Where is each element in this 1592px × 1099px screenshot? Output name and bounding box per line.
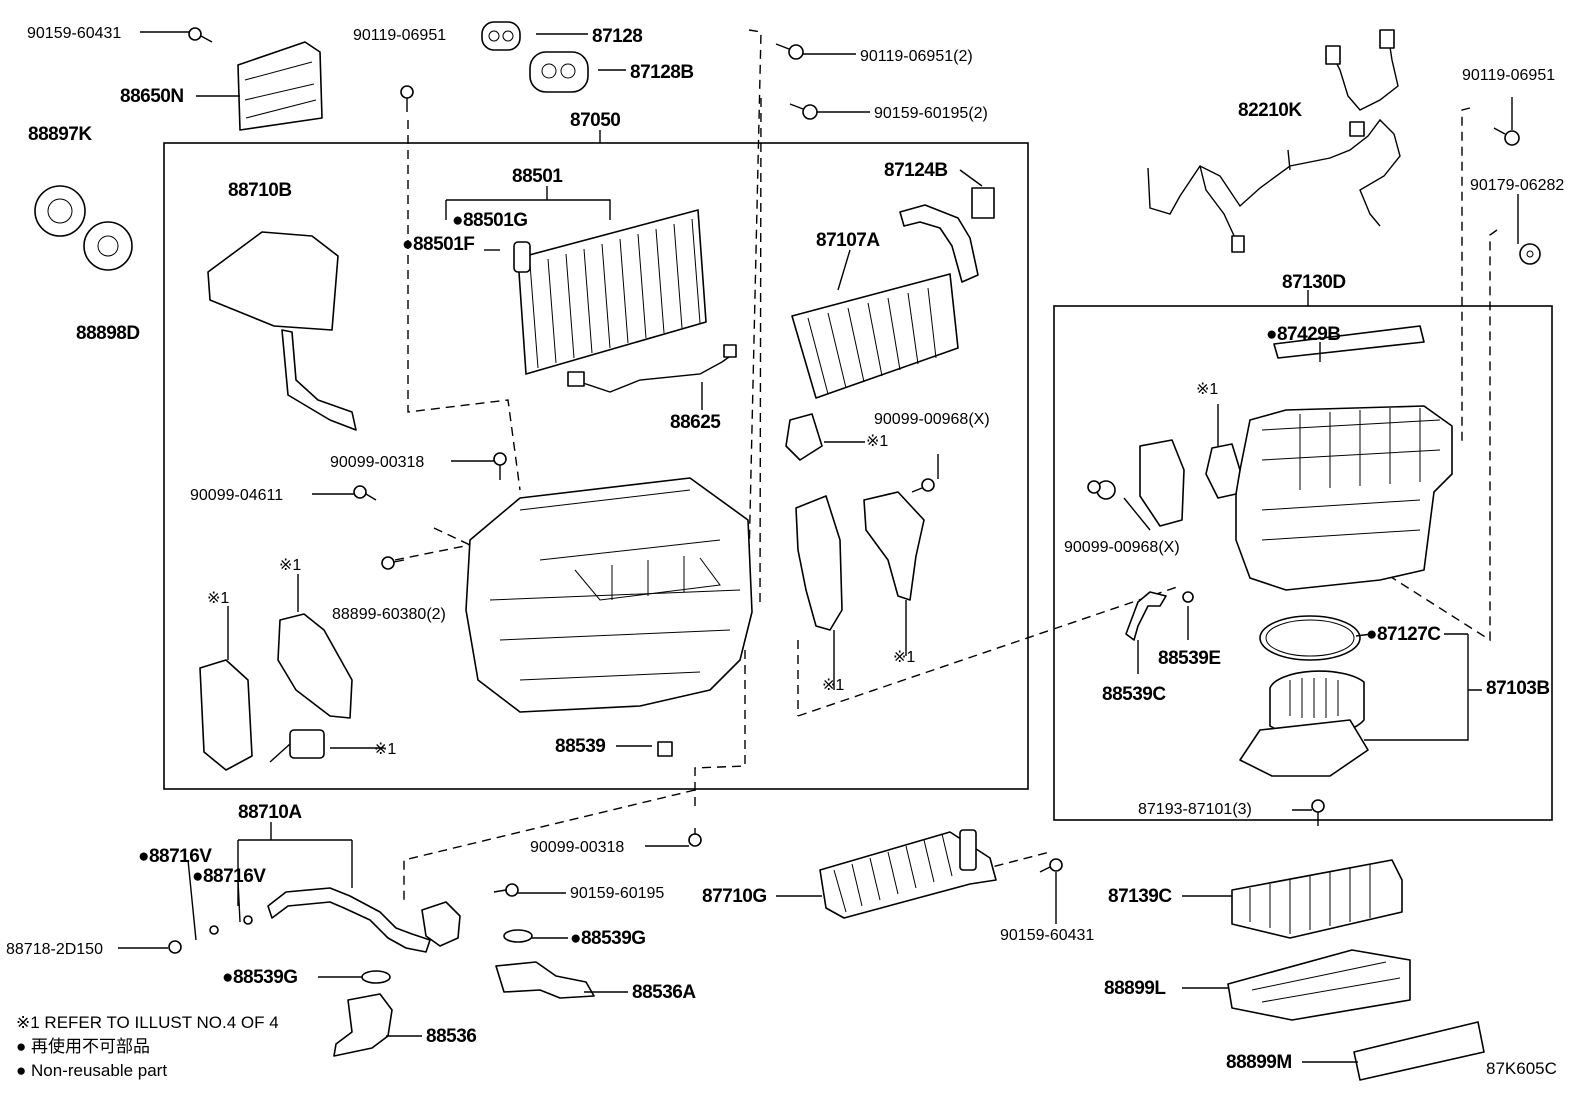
label-90099-00968-X-b: 90099-00968(X) (1064, 539, 1180, 556)
label-88899L: 88899L (1104, 978, 1166, 999)
note-nonreusable-en: ● Non-reusable part (16, 1061, 167, 1080)
label-90159-60195: 90159-60195 (570, 885, 664, 902)
part-servo-group-left-shapes (199, 613, 353, 771)
part-87710G-filter-cover-shape (819, 829, 997, 919)
ref-mark-6: ※1 (893, 649, 915, 666)
part-88625-wire-sensor-shape (567, 344, 737, 393)
assembly-dashed-lines (394, 29, 1498, 905)
label-88501: 88501 (512, 166, 563, 187)
part-87128-grommet-shape (481, 21, 521, 51)
ref-mark-5: ※1 (822, 677, 844, 694)
diagram-code: 87K605C (1486, 1059, 1557, 1078)
label-88710A: 88710A (238, 802, 302, 823)
label-87128: 87128 (592, 26, 642, 47)
group-box-87130D (1053, 305, 1553, 821)
label-87124B: 87124B (884, 160, 948, 181)
label-90159-60431: 90159-60431 (27, 25, 121, 42)
label-87050: 87050 (570, 110, 620, 131)
part-88536A-bracket-shape (495, 929, 595, 999)
part-88897K-seal-shape (34, 185, 86, 237)
note-nonreusable-jp: ● 再使用不可部品 (16, 1036, 150, 1056)
part-main-heater-unit-shape (465, 477, 753, 713)
ref-mark-7: ※1 (1196, 381, 1218, 398)
part-88710A-duct-hose-shape (168, 887, 461, 954)
label-88539C: 88539C (1102, 684, 1166, 705)
label-87130D: 87130D (1282, 272, 1346, 293)
label-88501G: ●88501G (452, 210, 528, 231)
group-box-87050 (163, 142, 1029, 790)
part-88710B-duct-shape (207, 231, 357, 431)
label-90099-04611: 90099-04611 (190, 487, 283, 504)
label-88716V-b: ●88716V (192, 866, 266, 887)
label-90159-60195-2: 90159-60195(2) (874, 105, 988, 122)
label-87193-87101-3: 87193-87101(3) (1138, 801, 1252, 818)
part-88898D-seal-shape (83, 221, 133, 271)
label-90119-06951-b: 90119-06951 (1462, 67, 1555, 84)
part-servo-group-right-shapes (785, 413, 925, 631)
label-88718-2D150: 88718-2D150 (6, 941, 103, 958)
label-88899-60380-2: 88899-60380(2) (332, 606, 446, 623)
part-88536-bracket-shape (333, 970, 393, 1057)
part-labels: 90159-60431 88650N 88897K 88898D 90119-0… (6, 25, 1564, 1073)
legend-notes: ※1 REFER TO ILLUST NO.4 OF 4 ● 再使用不可部品 ●… (16, 1013, 279, 1080)
leader-lines (118, 31, 1519, 1063)
part-blower-motor-bracket-shapes (1096, 439, 1241, 527)
note-refer-illustration: ※1 REFER TO ILLUST NO.4 OF 4 (16, 1013, 279, 1032)
label-88897K: 88897K (28, 124, 92, 145)
label-88650N: 88650N (120, 86, 184, 107)
label-90099-00318-b: 90099-00318 (530, 839, 624, 856)
label-90119-06951: 90119-06951 (353, 27, 446, 44)
label-88539G-a: ●88539G (570, 928, 646, 949)
part-88650N-bracket-shape (237, 41, 323, 131)
label-87128B: 87128B (630, 62, 694, 83)
label-87710G: 87710G (702, 886, 767, 907)
label-90179-06282: 90179-06282 (1470, 177, 1564, 194)
label-88539: 88539 (555, 736, 605, 757)
part-87139C-filter-shape (1231, 859, 1403, 939)
label-88716V-a: ●88716V (138, 846, 212, 867)
label-88539E: 88539E (1158, 648, 1221, 669)
part-87128B-grommet-shape (529, 51, 589, 93)
part-88899L-tray-shape (1227, 949, 1411, 1021)
label-88899M: 88899M (1226, 1052, 1292, 1073)
label-88625: 88625 (670, 412, 721, 433)
label-88710B: 88710B (228, 180, 292, 201)
label-88536A: 88536A (632, 982, 696, 1003)
label-88898D: 88898D (76, 323, 140, 344)
part-87103B-blower-motor-shape (1239, 615, 1369, 777)
part-87124B-pipe-shape (899, 187, 995, 283)
label-87103B: 87103B (1486, 678, 1550, 699)
label-87139C: 87139C (1108, 886, 1172, 907)
part-82210K-harness-shape (1147, 29, 1401, 253)
label-90099-00968-X: 90099-00968(X) (874, 411, 990, 428)
label-88501F: ●88501F (402, 234, 474, 255)
ref-mark-4: ※1 (866, 433, 888, 450)
ref-mark-1: ※1 (207, 590, 229, 607)
ref-mark-2: ※1 (279, 557, 301, 574)
label-90099-00318: 90099-00318 (330, 454, 424, 471)
label-87107A: 87107A (816, 230, 880, 251)
part-87107A-heater-core-shape (791, 273, 959, 399)
ref-mark-3: ※1 (374, 741, 396, 758)
label-90159-60431-b: 90159-60431 (1000, 927, 1094, 944)
label-82210K: 82210K (1238, 100, 1302, 121)
label-90119-06951-2: 90119-06951(2) (860, 48, 973, 65)
part-88899M-cover-strip-shape (1353, 1021, 1485, 1081)
label-87429B: ●87429B (1266, 324, 1341, 345)
label-87127C: ●87127C (1366, 624, 1441, 645)
part-88539C-hose-shape (1125, 591, 1194, 641)
fastener-shapes (188, 27, 1541, 897)
label-88536: 88536 (426, 1026, 476, 1047)
part-87130D-blower-case-shape (1235, 325, 1453, 591)
part-88501-evaporator-shape (513, 209, 707, 375)
label-88539G-b: ●88539G (222, 967, 298, 988)
